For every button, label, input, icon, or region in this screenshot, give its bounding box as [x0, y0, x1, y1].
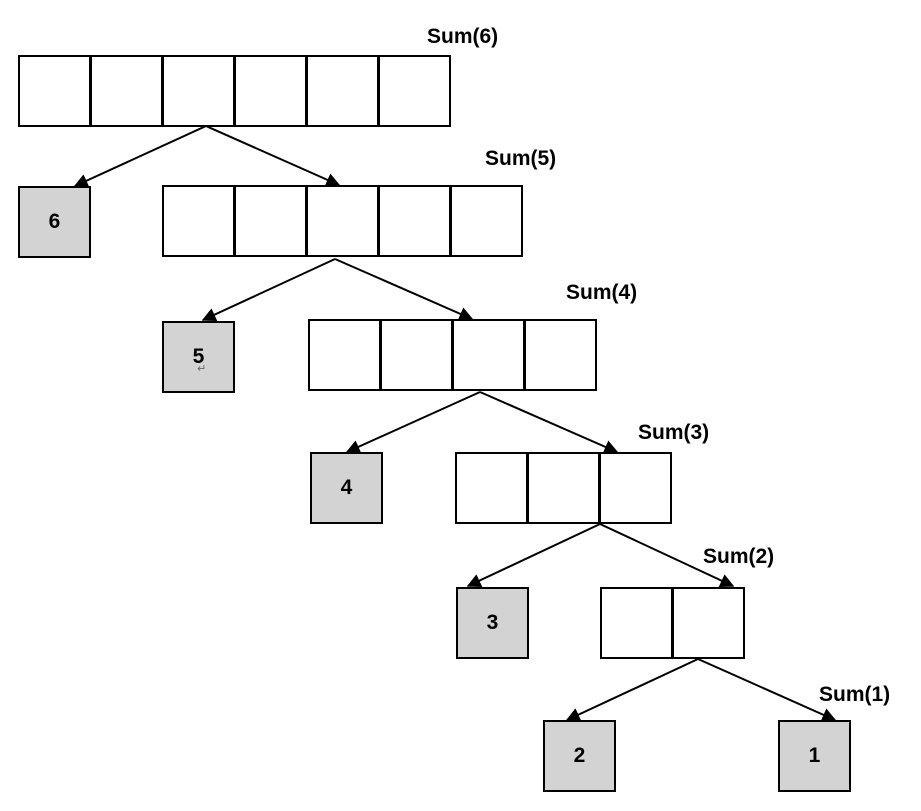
- edge-arrow: [697, 658, 837, 722]
- label-sum-3: Sum(3): [638, 421, 710, 444]
- leaf-5: 5: [162, 321, 235, 393]
- array-cell: [524, 319, 597, 391]
- array-cell: [450, 185, 523, 257]
- array-cell: [306, 185, 379, 257]
- edge-arrow: [201, 258, 336, 322]
- array-cell: [599, 452, 672, 524]
- return-mark-glyph: ↵: [197, 363, 207, 375]
- array-cell: [90, 55, 163, 127]
- array-cell: [455, 452, 528, 524]
- edge-arrow: [73, 125, 207, 188]
- array-cell: [672, 587, 745, 659]
- array-cell: [452, 319, 525, 391]
- leaf-6: 6: [18, 186, 91, 258]
- array-cell: [18, 55, 91, 127]
- label-sum-4: Sum(4): [566, 281, 638, 304]
- edge-arrow: [334, 258, 474, 321]
- leaf-3: 3: [456, 587, 529, 659]
- edge-arrow: [599, 523, 735, 588]
- edge-arrow: [466, 523, 601, 587]
- label-sum-5: Sum(5): [485, 147, 557, 170]
- array-cell: [380, 319, 453, 391]
- array-cell: [308, 319, 381, 391]
- leaf-4: 4: [310, 452, 383, 524]
- label-sum-6: Sum(6): [427, 25, 499, 48]
- array-cell: [234, 185, 307, 257]
- leaf-2: 2: [543, 720, 616, 792]
- array-cell: [306, 55, 379, 127]
- label-sum-1: Sum(1): [819, 683, 891, 706]
- leaf-1: 1: [778, 720, 851, 792]
- label-sum-2: Sum(2): [703, 545, 775, 568]
- array-cell: [600, 587, 673, 659]
- edge-arrow: [565, 658, 699, 722]
- array-cell: [234, 55, 307, 127]
- edge-arrow: [205, 125, 341, 187]
- edge-arrow: [345, 391, 481, 454]
- array-cell: [162, 185, 235, 257]
- array-cell: [378, 55, 451, 127]
- array-cell: [162, 55, 235, 127]
- array-cell: [378, 185, 451, 257]
- edge-arrow: [479, 391, 619, 454]
- array-cell: [527, 452, 600, 524]
